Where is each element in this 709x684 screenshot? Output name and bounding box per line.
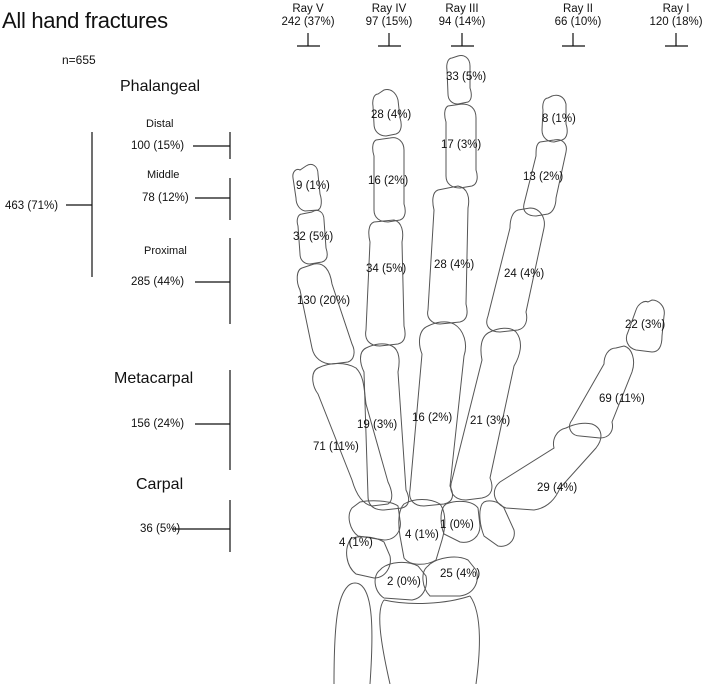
ray3-tick [451,33,474,47]
ray5-name: Ray V [292,3,324,15]
ray3-distal-bone [446,55,472,105]
ray3-middle-label: 17 (3%) [441,139,482,151]
ray5-middle-label: 32 (5%) [293,231,334,243]
ray2-proximal-label: 24 (4%) [504,268,545,280]
ray2-middle-label: 13 (2%) [523,171,564,183]
ray1-metacarpal-label: 29 (4%) [537,482,578,494]
carpal-capitate-label: 4 (1%) [405,529,439,541]
ray1-metacarpal-bone [493,422,602,511]
ray5-proximal-label: 130 (20%) [297,295,351,307]
ray3-middle-bone [444,103,478,189]
ray3-proximal-label: 28 (4%) [434,259,475,271]
proximal-label: Proximal [144,245,187,257]
ray2-metacarpal-label: 21 (3%) [470,415,511,427]
ray4-header: Ray IV 97 (15%) [349,3,429,29]
ray4-proximal-label: 34 (5%) [366,263,407,275]
distal-count: 100 (15%) [131,140,185,152]
ray3-metacarpal-label: 16 (2%) [412,412,453,424]
ray4-middle-bone [372,137,406,223]
carpal-trapezoid [440,500,481,543]
phalangeal-label: Phalangeal [120,78,201,95]
metacarpal-count: 156 (24%) [131,418,185,430]
ray5-metacarpal-bone [312,363,393,507]
carpal-triquetrum [346,536,391,579]
ray4-count: 97 (15%) [365,16,413,28]
ray3-header: Ray III 94 (14%) [422,3,502,29]
carpal-count: 36 (5%) [140,523,181,535]
carpal-capitate [398,499,446,565]
ray4-middle-label: 16 (2%) [368,175,409,187]
ray1-header: Ray I 120 (18%) [636,3,709,29]
proximal-bracket [195,238,231,324]
ray3-metacarpal-bone [409,321,467,507]
metacarpal-label: Metacarpal [114,370,194,387]
distal-bracket [193,132,231,159]
ray4-distal-label: 28 (4%) [371,109,412,121]
ray5-count: 242 (37%) [281,16,335,28]
ray2-middle-bone [523,139,567,217]
carpal-hamate [348,500,401,541]
ray2-count: 66 (10%) [554,16,602,28]
ray2-proximal-bone [486,207,545,333]
middle-bracket [195,178,231,220]
middle-label: Middle [147,169,180,181]
ray1-distal-label: 22 (3%) [625,319,666,331]
ray2-tick [562,33,585,47]
ray1-name: Ray I [662,3,690,15]
ray3-count: 94 (14%) [438,16,486,28]
ray3-proximal-bone [427,185,470,325]
carpal-scaphoid-label: 25 (4%) [440,568,481,580]
ray1-tick [665,33,688,47]
ray2-metacarpal-bone [450,327,521,501]
carpal-scaphoid [422,556,478,597]
carpal-trapezium [479,500,515,547]
phalangeal-bracket [66,132,93,277]
proximal-count: 285 (44%) [131,276,185,288]
ray5-distal-label: 9 (1%) [296,180,330,192]
ray5-header: Ray V 242 (37%) [268,3,348,29]
ray5-tick [297,33,320,47]
page-title: All hand fractures [2,8,168,33]
carpal-bracket [172,500,231,552]
ray4-name: Ray IV [371,3,407,15]
ray2-header: Ray II 66 (10%) [538,3,618,29]
carpal-triquetrum-label: 4 (1%) [339,537,373,549]
ray1-proximal-bone [569,345,635,439]
middle-count: 78 (12%) [142,192,189,204]
ray5-proximal-bone [296,263,355,365]
radius-bone [379,595,480,684]
carpal-trapezoid-label: 1 (0%) [440,519,474,531]
ray5-middle-bone [296,209,328,265]
distal-label: Distal [146,118,174,130]
ray4-distal-bone [372,89,402,137]
phalangeal-total: 463 (71%) [5,200,59,212]
ray5-metacarpal-label: 71 (11%) [313,441,359,453]
ray2-distal-bone [541,94,568,143]
ulna-bone [333,582,373,684]
ray4-tick [378,33,401,47]
ray1-proximal-label: 69 (11%) [599,393,645,405]
total-count: n=655 [62,53,96,67]
metacarpal-bracket [195,370,231,470]
carpal-lunate-label: 2 (0%) [387,576,421,588]
ray3-name: Ray III [445,3,479,15]
ray4-metacarpal-label: 19 (3%) [357,419,398,431]
ray1-distal-bone [625,299,665,353]
ray4-proximal-bone [365,219,406,347]
ray2-distal-label: 8 (1%) [542,113,576,125]
ray1-count: 120 (18%) [649,16,703,28]
ray2-name: Ray II [562,3,594,15]
carpal-label: Carpal [136,476,184,493]
ray3-distal-label: 33 (5%) [446,71,487,83]
